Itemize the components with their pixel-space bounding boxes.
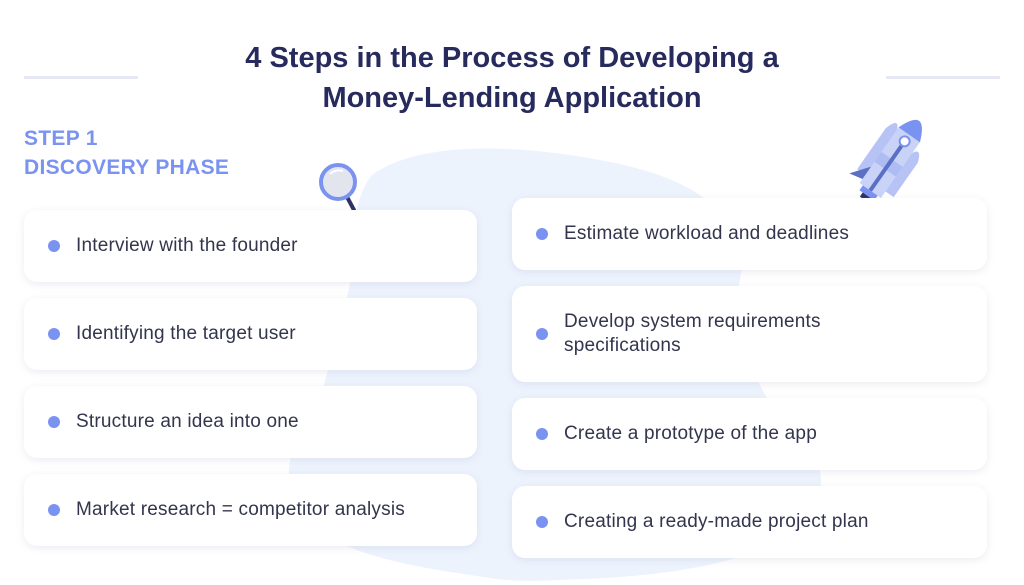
magnifier-icon xyxy=(319,163,357,212)
title-line-2: Money-Lending Application xyxy=(322,82,702,114)
list-item: Create a prototype of the app xyxy=(512,398,987,470)
list-item-label: Interview with the founder xyxy=(76,235,298,256)
bullet-dot-icon xyxy=(48,416,60,428)
list-item: Estimate workload and deadlines xyxy=(512,198,987,270)
bullet-dot-icon xyxy=(536,328,548,340)
title-rule-left xyxy=(24,76,138,79)
list-item-label: Market research = competitor analysis xyxy=(76,499,405,520)
bullet-dot-icon xyxy=(536,228,548,240)
list-item-label: Structure an idea into one xyxy=(76,411,299,432)
bullet-dot-icon xyxy=(48,240,60,252)
list-item: Market research = competitor analysis xyxy=(24,474,477,546)
list-item-label: Develop system requirements specificatio… xyxy=(564,311,821,356)
list-item: Creating a ready-made project plan xyxy=(512,486,987,558)
list-item: Identifying the target user xyxy=(24,298,477,370)
step-phase: DISCOVERY PHASE xyxy=(24,156,230,179)
rocket-icon xyxy=(849,119,922,202)
title-rule-right xyxy=(886,76,1000,79)
list-item-label: Create a prototype of the app xyxy=(564,423,817,444)
page-title: 4 Steps in the Process of Developing a M… xyxy=(0,38,1024,118)
bullet-dot-icon xyxy=(48,504,60,516)
bullet-dot-icon xyxy=(536,516,548,528)
bullet-dot-icon xyxy=(48,328,60,340)
step-number: STEP 1 xyxy=(24,127,98,150)
title-line-1: 4 Steps in the Process of Developing a xyxy=(245,42,779,74)
list-item: Interview with the founder xyxy=(24,210,477,282)
list-item-label: Creating a ready-made project plan xyxy=(564,511,869,532)
step-heading: STEP 1 DISCOVERY PHASE xyxy=(24,124,229,182)
list-item: Structure an idea into one xyxy=(24,386,477,458)
list-item: Develop system requirements specificatio… xyxy=(512,286,987,382)
bullet-dot-icon xyxy=(536,428,548,440)
list-item-label: Estimate workload and deadlines xyxy=(564,223,850,244)
list-item-label: Identifying the target user xyxy=(76,323,296,344)
